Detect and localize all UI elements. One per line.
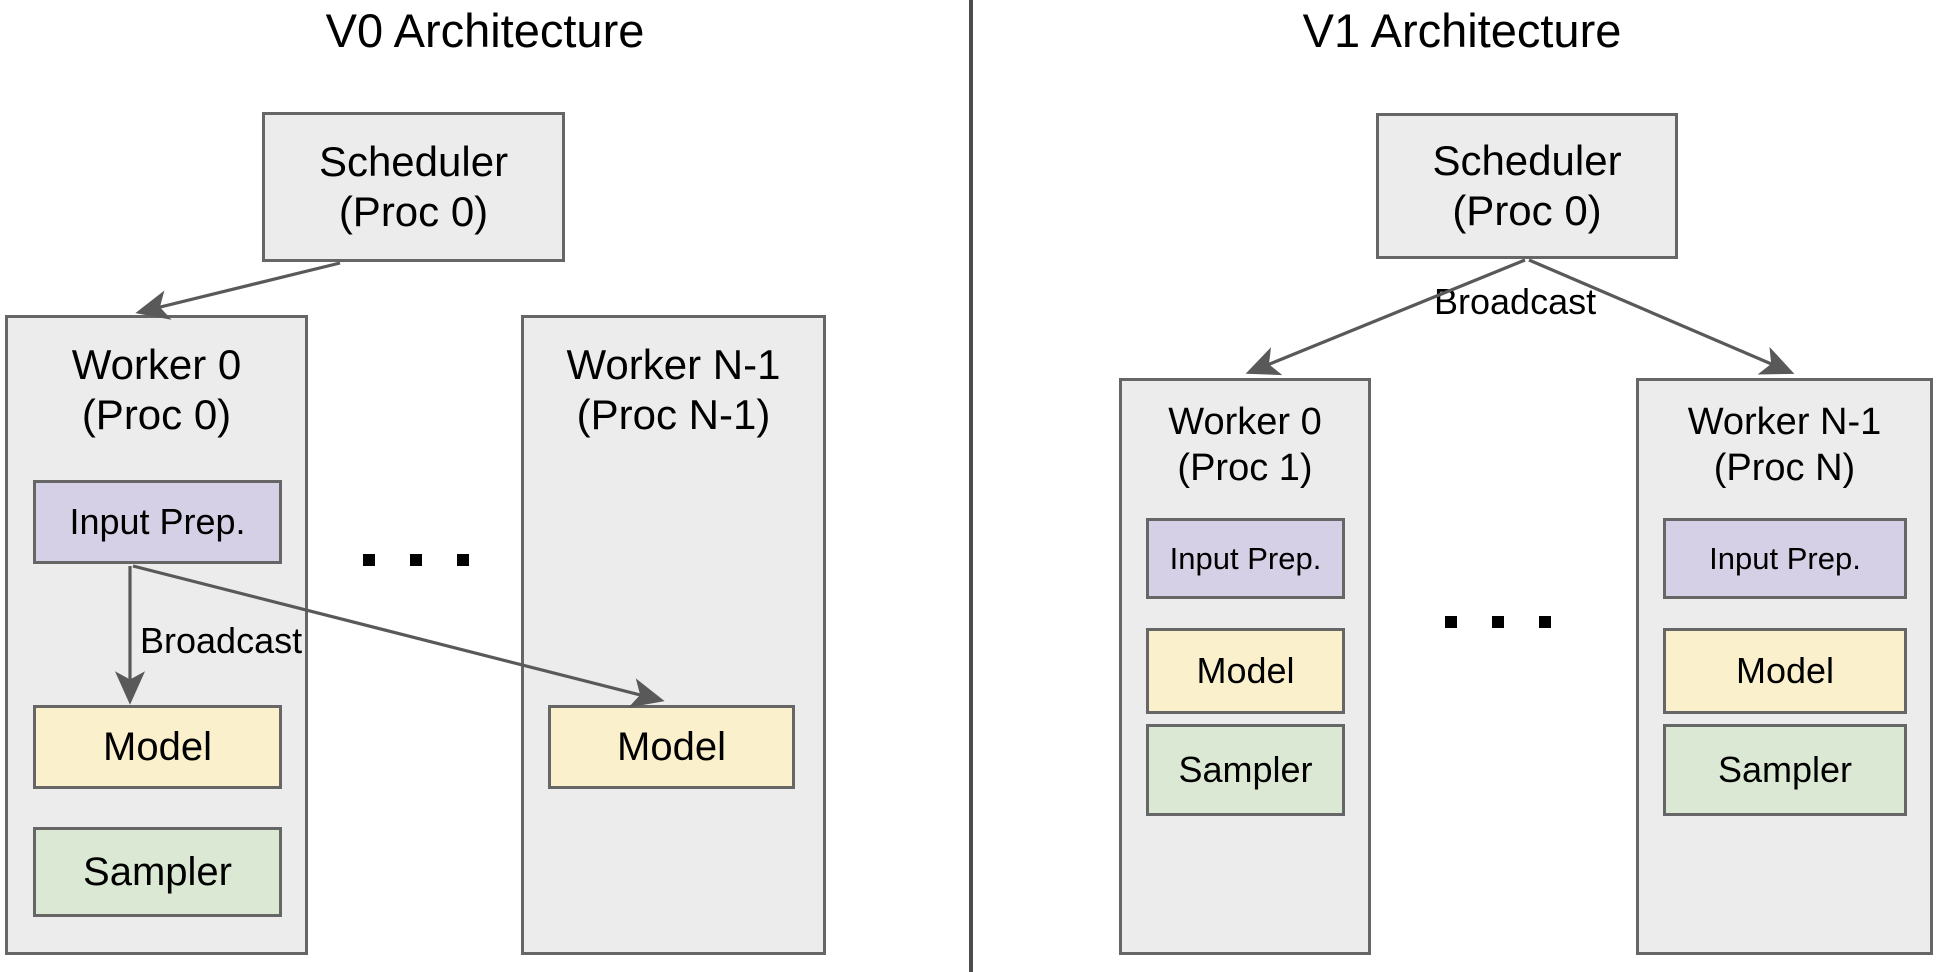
v0-arrow-scheduler-to-worker0 xyxy=(135,261,341,320)
v1-scheduler-line2: (Proc 0) xyxy=(1452,187,1602,234)
v0-ellipsis-dot-3 xyxy=(457,554,469,566)
v0-ellipsis xyxy=(363,554,469,566)
v1-worker-0-input-prep-label: Input Prep. xyxy=(1169,540,1322,576)
v1-scheduler-line1: Scheduler xyxy=(1432,137,1622,184)
v1-worker-n-1-model-label: Model xyxy=(1735,650,1835,691)
v0-worker-0-model-box[interactable]: Model xyxy=(33,705,282,789)
panel-divider xyxy=(969,0,973,972)
v0-worker-0-title-line2: (Proc 0) xyxy=(81,391,232,438)
v0-scheduler-line2: (Proc 0) xyxy=(338,188,489,235)
panel-v0-architecture: V0 Architecture Scheduler (Proc 0) Worke… xyxy=(0,0,970,972)
v0-broadcast-label: Broadcast xyxy=(140,620,303,661)
v1-worker-n-1-input-prep-box[interactable]: Input Prep. xyxy=(1663,518,1907,599)
v0-worker-0-model-label: Model xyxy=(103,724,212,769)
v1-worker-n-1-model-box[interactable]: Model xyxy=(1663,628,1907,714)
v0-worker-0-sampler-box[interactable]: Sampler xyxy=(33,827,282,917)
v1-ellipsis-dot-3 xyxy=(1539,616,1551,628)
v1-worker-0-title-line2: (Proc 1) xyxy=(1177,447,1313,489)
v0-worker-0-sampler-label: Sampler xyxy=(83,849,232,894)
v1-worker-0-model-box[interactable]: Model xyxy=(1146,628,1345,714)
v0-worker-0-title-line1: Worker 0 xyxy=(71,341,242,388)
v1-worker-n-1-input-prep-label: Input Prep. xyxy=(1709,540,1861,576)
v1-ellipsis-dot-2 xyxy=(1492,616,1504,628)
panel-v1-architecture: V1 Architecture Scheduler (Proc 0) Worke… xyxy=(970,0,1954,972)
v0-worker-0-input-prep-box[interactable]: Input Prep. xyxy=(33,480,282,564)
v0-worker-n-1-model-label: Model xyxy=(617,724,726,769)
v1-scheduler-box[interactable]: Scheduler (Proc 0) xyxy=(1376,113,1678,259)
v1-worker-n-1-title-line1: Worker N-1 xyxy=(1687,401,1882,443)
v1-worker-n-1-sampler-label: Sampler xyxy=(1717,749,1853,790)
v1-worker-n-1-title-line2: (Proc N) xyxy=(1713,447,1856,489)
v0-ellipsis-dot-1 xyxy=(363,554,375,566)
v0-ellipsis-dot-2 xyxy=(410,554,422,566)
v0-worker-n-1-box[interactable]: Worker N-1 (Proc N-1) xyxy=(521,315,826,955)
v1-worker-n-1-sampler-box[interactable]: Sampler xyxy=(1663,724,1907,816)
v0-worker-n-1-model-box[interactable]: Model xyxy=(548,705,795,789)
v1-worker-0-title-line1: Worker 0 xyxy=(1168,401,1322,443)
v1-worker-0-sampler-label: Sampler xyxy=(1178,749,1313,790)
v0-worker-n-1-title-line2: (Proc N-1) xyxy=(576,391,771,438)
v1-broadcast-label: Broadcast xyxy=(1434,281,1597,322)
v0-scheduler-line1: Scheduler xyxy=(318,138,509,185)
v0-worker-n-1-title-line1: Worker N-1 xyxy=(566,341,781,388)
v1-worker-0-input-prep-box[interactable]: Input Prep. xyxy=(1146,518,1345,599)
v1-worker-0-sampler-box[interactable]: Sampler xyxy=(1146,724,1345,816)
panel-title-v0: V0 Architecture xyxy=(325,4,645,57)
v0-scheduler-box[interactable]: Scheduler (Proc 0) xyxy=(262,112,565,262)
v1-worker-0-model-label: Model xyxy=(1196,650,1295,691)
v0-worker-0-input-prep-label: Input Prep. xyxy=(69,501,246,542)
panel-title-v1: V1 Architecture xyxy=(1302,4,1622,57)
v1-ellipsis xyxy=(1445,616,1551,628)
v1-ellipsis-dot-1 xyxy=(1445,616,1457,628)
